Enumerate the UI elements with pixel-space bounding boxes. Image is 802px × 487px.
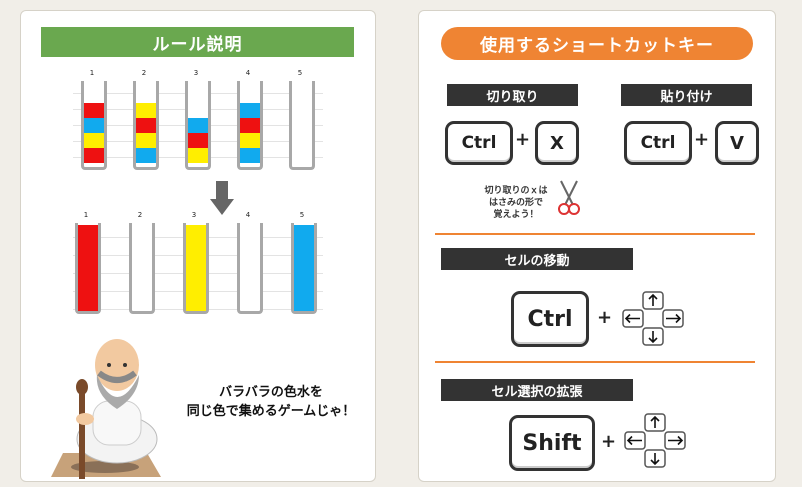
before-diagram: 1 2 3 4 5 — [73, 69, 323, 179]
tube-number: 3 — [193, 69, 199, 77]
tube-number: 2 — [141, 69, 147, 77]
shortcuts-panel: 使用するショートカットキー 切り取り Ctrl + X 貼り付け Ctrl + … — [418, 10, 776, 482]
arrow-down-icon — [210, 181, 234, 215]
rules-panel: ルール説明 1 2 3 4 5 — [20, 10, 376, 482]
cut-label: 切り取り — [447, 84, 578, 106]
scissors-icon — [558, 180, 580, 215]
tube-1-red — [75, 223, 101, 314]
tube-1 — [81, 81, 107, 170]
plus-sign: + — [601, 431, 617, 452]
arrow-keys-icon — [622, 291, 684, 346]
plus-sign: + — [694, 129, 710, 150]
section-divider — [435, 361, 755, 363]
plus-sign: + — [515, 129, 531, 150]
plus-sign: + — [597, 307, 613, 328]
selection-extend-label: セル選択の拡張 — [441, 379, 633, 401]
speech-line-1: バラバラの色水を — [219, 385, 323, 400]
tube-5 — [289, 81, 315, 170]
shortcuts-title: 使用するショートカットキー — [441, 27, 753, 60]
section-divider — [435, 233, 755, 235]
tube-5-blue — [291, 223, 317, 314]
tip-line-3: 覚えよう！ — [493, 210, 539, 220]
cut-tip: 切り取りのｘは はさみの形で 覚えよう！ — [461, 185, 571, 221]
tip-line-1: 切り取りのｘは — [484, 186, 548, 196]
arrow-keys-icon — [624, 413, 686, 468]
tube-number: 5 — [299, 211, 305, 219]
tube-number: 1 — [89, 69, 95, 77]
shift-key: Shift — [509, 415, 595, 471]
tube-number: 4 — [245, 211, 251, 219]
tip-line-2: はさみの形で — [488, 198, 543, 208]
ctrl-key: Ctrl — [445, 121, 513, 165]
after-diagram: 1 2 3 4 5 — [73, 211, 323, 327]
tube-number: 2 — [137, 211, 143, 219]
tube-3-yellow — [183, 223, 209, 314]
paste-label: 貼り付け — [621, 84, 752, 106]
ctrl-key: Ctrl — [511, 291, 589, 347]
x-key: X — [535, 121, 579, 165]
speech-text: バラバラの色水を 同じ色で集めるゲームじゃ！ — [171, 383, 371, 421]
tube-number: 3 — [191, 211, 197, 219]
ctrl-key: Ctrl — [624, 121, 692, 165]
tube-3 — [185, 81, 211, 170]
tube-4 — [237, 81, 263, 170]
tube-2 — [133, 81, 159, 170]
old-man-illustration — [51, 339, 161, 479]
tube-number: 5 — [297, 69, 303, 77]
speech-line-2: 同じ色で集めるゲームじゃ！ — [186, 404, 356, 419]
tube-2-empty — [129, 223, 155, 314]
tube-number: 1 — [83, 211, 89, 219]
tube-number: 4 — [245, 69, 251, 77]
cell-move-label: セルの移動 — [441, 248, 633, 270]
tube-4-empty — [237, 223, 263, 314]
v-key: V — [715, 121, 759, 165]
rules-title: ルール説明 — [41, 27, 354, 57]
